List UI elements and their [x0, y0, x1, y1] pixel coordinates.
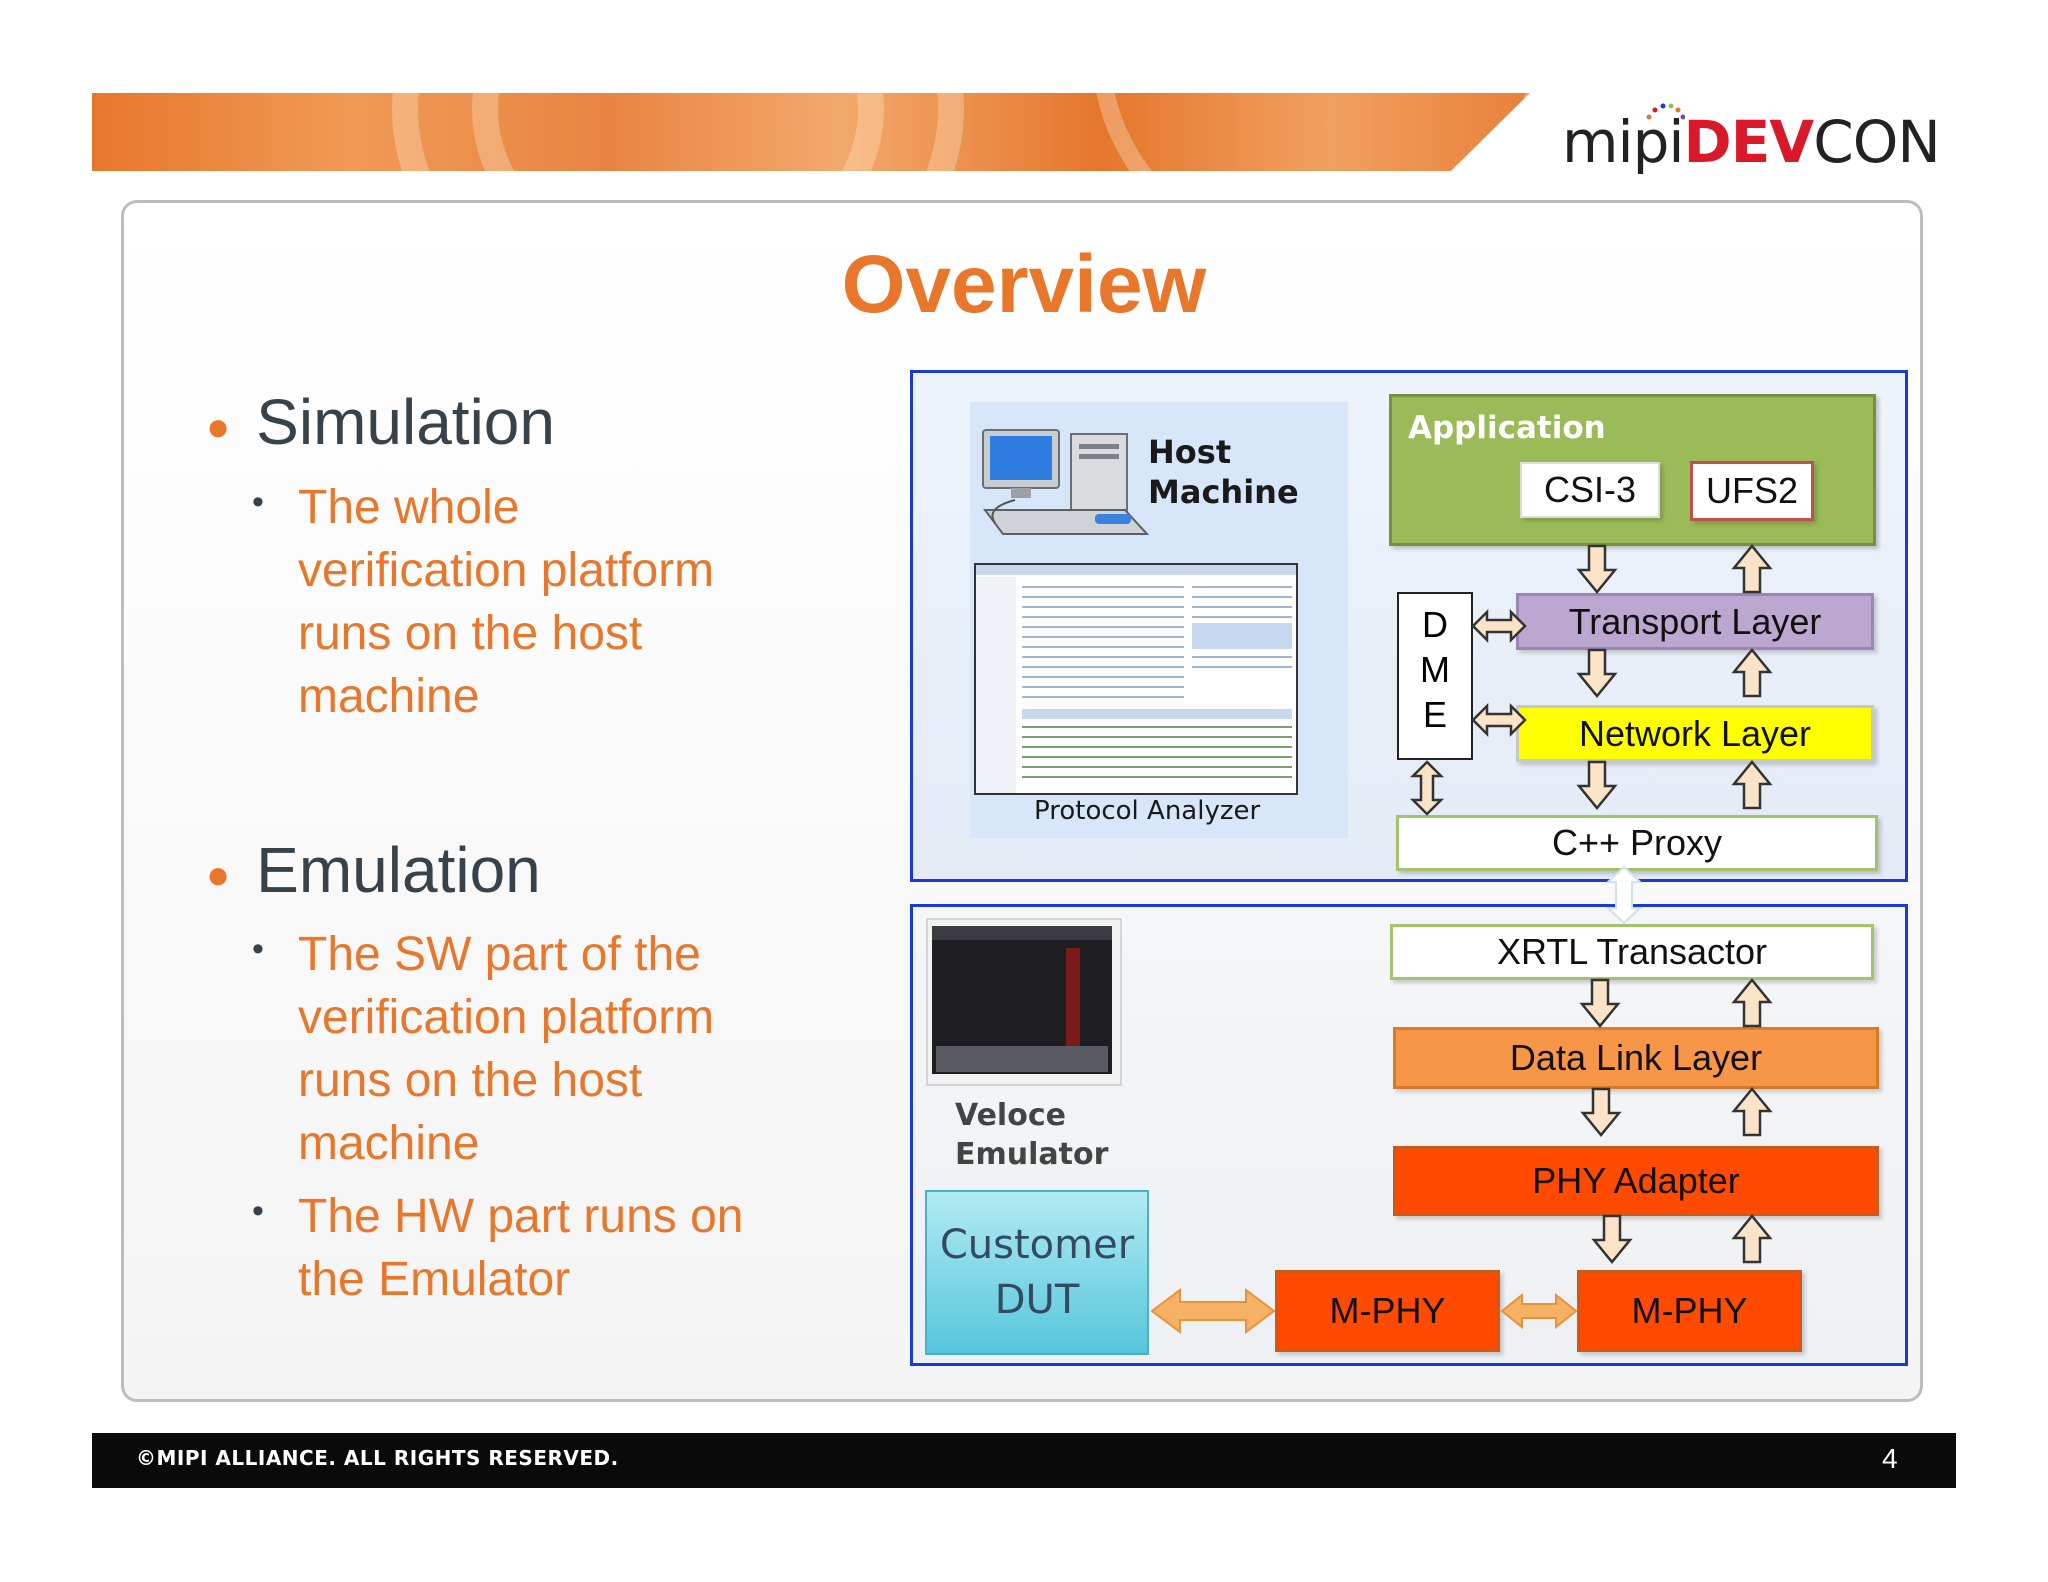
- data-link-layer-box: Data Link Layer: [1393, 1027, 1879, 1089]
- text-line: Customer: [939, 1222, 1135, 1268]
- emulation-sw-text: The SW part of the verification platform…: [298, 923, 714, 1175]
- host-machine-label: Host Machine: [1148, 432, 1299, 512]
- copyright-text: ©MIPI ALLIANCE. ALL RIGHTS RESERVED.: [136, 1446, 619, 1470]
- text-line: Machine: [1148, 473, 1299, 511]
- logo-dev: DEV: [1683, 108, 1815, 176]
- logo-dots-icon: [1646, 103, 1685, 120]
- emulation-hw-text: The HW part runs on the Emulator: [298, 1185, 744, 1311]
- text-line: machine: [298, 670, 480, 723]
- dme-letter: D: [1422, 604, 1448, 645]
- simulation-text: The whole verification platform runs on …: [298, 476, 714, 728]
- text-line: Host: [1148, 433, 1232, 471]
- mphy-right-box: M-PHY: [1577, 1270, 1802, 1352]
- simulation-label: Simulation: [256, 386, 555, 458]
- xrtl-transactor-box: XRTL Transactor: [1390, 924, 1874, 980]
- cpp-proxy-box: C++ Proxy: [1396, 815, 1878, 871]
- text-line: runs on the host: [298, 607, 643, 660]
- mipi-devcon-logo: mipiDEVCON: [1562, 108, 1941, 188]
- dme-letter: M: [1420, 649, 1450, 690]
- text-line: The whole: [298, 481, 520, 534]
- text-line: machine: [298, 1117, 480, 1170]
- page-number: 4: [1882, 1443, 1898, 1474]
- computer-icon: [982, 429, 1150, 535]
- logo-mipi: mipi: [1562, 108, 1685, 176]
- bullet-emulation: ●Emulation: [206, 834, 541, 906]
- network-layer-box: Network Layer: [1516, 705, 1874, 762]
- transport-layer-box: Transport Layer: [1516, 593, 1874, 650]
- text-line: runs on the host: [298, 1054, 643, 1107]
- veloce-emulator-image: [926, 918, 1122, 1086]
- text-line: verification platform: [298, 544, 715, 597]
- ufs2-box: UFS2: [1690, 461, 1814, 521]
- logo-con: CON: [1813, 108, 1941, 176]
- text-line: The HW part runs on: [298, 1190, 744, 1243]
- phy-adapter-box: PHY Adapter: [1393, 1146, 1879, 1216]
- header-banner: [92, 93, 1530, 171]
- sub-bullet-dot: •: [252, 1192, 264, 1230]
- text-line: Emulator: [955, 1137, 1109, 1172]
- mphy-left-box: M-PHY: [1275, 1270, 1500, 1352]
- text-line: Veloce: [955, 1098, 1066, 1133]
- emulation-label: Emulation: [256, 834, 541, 906]
- text-line: The SW part of the: [298, 928, 701, 981]
- dme-letter: E: [1422, 694, 1447, 735]
- text-line: verification platform: [298, 991, 715, 1044]
- text-line: DUT: [994, 1277, 1080, 1323]
- dme-box: D M E: [1397, 592, 1473, 760]
- sub-bullet-dot: •: [252, 483, 264, 521]
- text-line: the Emulator: [298, 1253, 571, 1306]
- footer-bar: [92, 1433, 1956, 1488]
- protocol-analyzer-label: Protocol Analyzer: [1034, 796, 1261, 826]
- sub-bullet-dot: •: [252, 930, 264, 968]
- slide-title: Overview: [841, 239, 1207, 330]
- bullet-simulation: ●Simulation: [206, 386, 555, 458]
- customer-dut-box: Customer DUT: [925, 1190, 1149, 1355]
- csi3-box: CSI-3: [1520, 462, 1660, 518]
- veloce-emulator-label: Veloce Emulator: [955, 1096, 1108, 1174]
- application-label: Application: [1408, 410, 1606, 446]
- protocol-analyzer-screenshot: [974, 563, 1298, 795]
